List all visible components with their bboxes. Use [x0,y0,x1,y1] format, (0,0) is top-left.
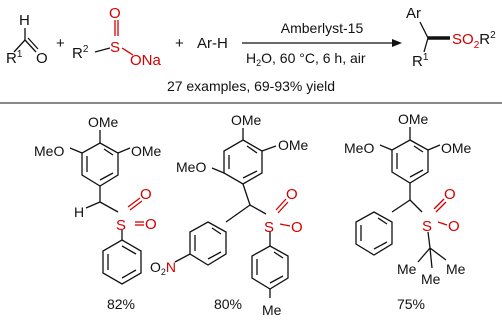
ex1-ome-top: OMe [88,114,119,130]
sulfinate-o: O [109,5,121,22]
sulfinate: O R2 S ONa [72,5,162,69]
ex2-me: Me [262,302,282,318]
ex2-meo: MeO [176,159,206,175]
scope-label: 27 examples, 69-93% yield [167,78,335,94]
ex3-me3: Me [421,271,441,287]
example-3: OMe MeO OMe S O O Me Me Me 75% [344,111,472,312]
plus-sign-1: + [56,35,65,52]
ex3-yield: 75% [397,296,425,312]
sulfinate-s: S [110,39,120,56]
ex2-yield: 80% [214,296,242,312]
reaction-arrow [242,39,402,47]
ex2-no2: O2N [150,259,176,277]
sulfinate-ona: ONa [130,52,162,69]
aldehyde-h: H [19,12,30,29]
aldehyde: H R1 O [6,12,48,67]
ex1-o1: O [140,186,152,203]
ex3-o2: O [448,218,460,235]
catalyst-label: Amberlyst-15 [281,20,364,36]
ex2-ome-top: OMe [231,112,262,128]
ex2-o2: O [291,219,303,236]
example-1: OMe MeO OMe H S O O 82% [34,114,162,312]
ex2-s: S [264,219,274,236]
aldehyde-o: O [36,50,48,67]
ex3-me1: Me [397,261,417,277]
ex3-s: S [422,218,432,235]
product-ar: Ar [406,5,421,22]
product-so2r2: SO2R2 [452,30,496,51]
product-r1: R1 [412,52,429,70]
aldehyde-r: R1 [6,49,23,67]
ex1-h: H [74,204,84,220]
ex1-o2: O [145,216,157,233]
ex2-ome-right: OMe [278,137,309,153]
ex3-me2: Me [446,261,466,277]
ex3-ome-right: OMe [441,140,472,156]
ex2-o1: O [286,186,298,203]
sulfinate-r: R2 [72,44,89,62]
arene: Ar-H [197,35,228,52]
example-2: OMe OMe MeO O2N S O O Me 80% [150,112,309,318]
ex1-meo: MeO [34,143,64,159]
ex3-meo: MeO [344,140,374,156]
product: Ar R1 SO2R2 [406,5,496,70]
ex1-ome-right: OMe [131,143,162,159]
plus-sign-2: + [175,35,184,52]
ex3-ome-top: OMe [398,111,429,127]
ex1-s: S [116,217,126,234]
ex1-yield: 82% [107,296,135,312]
conditions-label: H2O, 60 °C, 6 h, air [246,50,366,68]
ex3-o1: O [444,186,456,203]
